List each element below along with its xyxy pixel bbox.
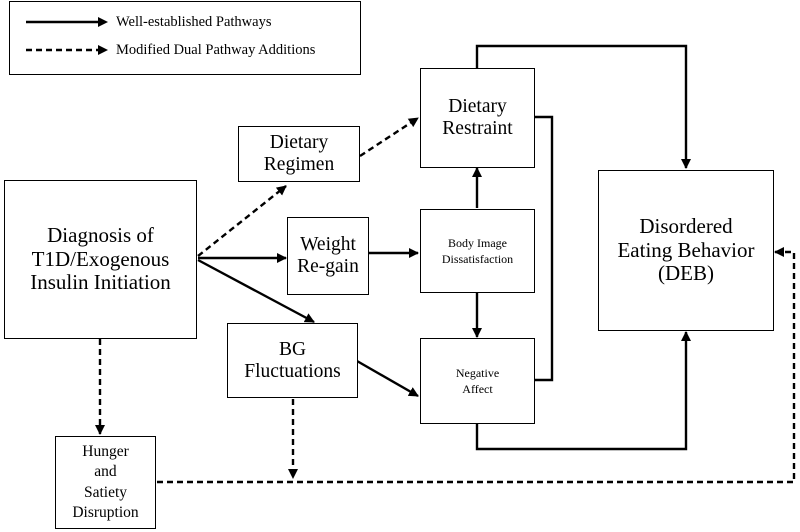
node-text-line: (DEB) (658, 261, 714, 286)
arrow-diagnosis-to-bg (197, 258, 315, 324)
node-text-line: Hunger (82, 443, 129, 461)
node-text-line: Weight (300, 234, 356, 256)
arrow-negative-affect-to-deb (475, 331, 691, 451)
node-dietary-restraint: Dietary Restraint (420, 68, 535, 168)
node-text-line: Restraint (442, 118, 513, 139)
legend-solid-label: Well-established Pathways (116, 13, 272, 30)
node-deb: Disordered Eating Behavior (DEB) (598, 170, 774, 331)
legend-dashed-label: Modified Dual Pathway Additions (116, 41, 316, 58)
node-bg-fluctuations: BG Fluctuations (227, 323, 358, 398)
legend-solid-row: Well-established Pathways (24, 12, 271, 32)
arrow-hunger-to-deb (157, 247, 796, 484)
arrow-restraint-to-deb (475, 44, 691, 169)
legend: Well-established Pathways Modified Dual … (9, 1, 361, 75)
node-text-line: Negative (455, 365, 500, 380)
node-hunger-satiety-disruption: Hunger and Satiety Disruption (55, 436, 156, 529)
node-text-line: Disruption (72, 503, 139, 521)
node-weight-regain: Weight Re-gain (287, 217, 369, 295)
node-text-line: Body Image (448, 235, 507, 250)
node-text-line: BG (278, 338, 307, 360)
solid-arrow-icon (26, 17, 108, 27)
arrow-bg-to-negative-affect (356, 359, 419, 398)
node-text-line: Fluctuations (244, 360, 341, 382)
node-text-line: and (94, 463, 117, 481)
node-negative-affect: Negative Affect (420, 338, 535, 424)
node-text-line: T1D/Exogenous (31, 246, 170, 271)
node-text-line: Insulin Initiation (30, 270, 171, 295)
node-text-line: Re-gain (297, 256, 359, 277)
node-body-image-dissatisfaction: Body Image Dissatisfaction (420, 209, 535, 293)
node-text-line: Regimen (263, 154, 335, 175)
arrow-diagnosis-to-regimen (197, 185, 287, 257)
node-text-line: Satiety (83, 483, 128, 501)
node-text-line: Disordered (639, 214, 733, 239)
dashed-arrow-icon (26, 45, 108, 55)
node-text-line: Dietary (269, 132, 329, 154)
node-dietary-regimen: Dietary Regimen (238, 126, 360, 182)
legend-dashed-row: Modified Dual Pathway Additions (24, 40, 315, 60)
line-negative-affect-to-restraint (535, 115, 554, 382)
node-text-line: Dissatisfaction (441, 252, 514, 266)
arrow-regimen-to-restraint (359, 116, 419, 158)
node-text-line: Dietary (448, 96, 507, 118)
node-text-line: Eating Behavior (617, 237, 755, 262)
node-text-line: Affect (462, 382, 493, 396)
node-text-line: Diagnosis of (47, 223, 154, 248)
node-diagnosis: Diagnosis of T1D/Exogenous Insulin Initi… (4, 180, 197, 339)
